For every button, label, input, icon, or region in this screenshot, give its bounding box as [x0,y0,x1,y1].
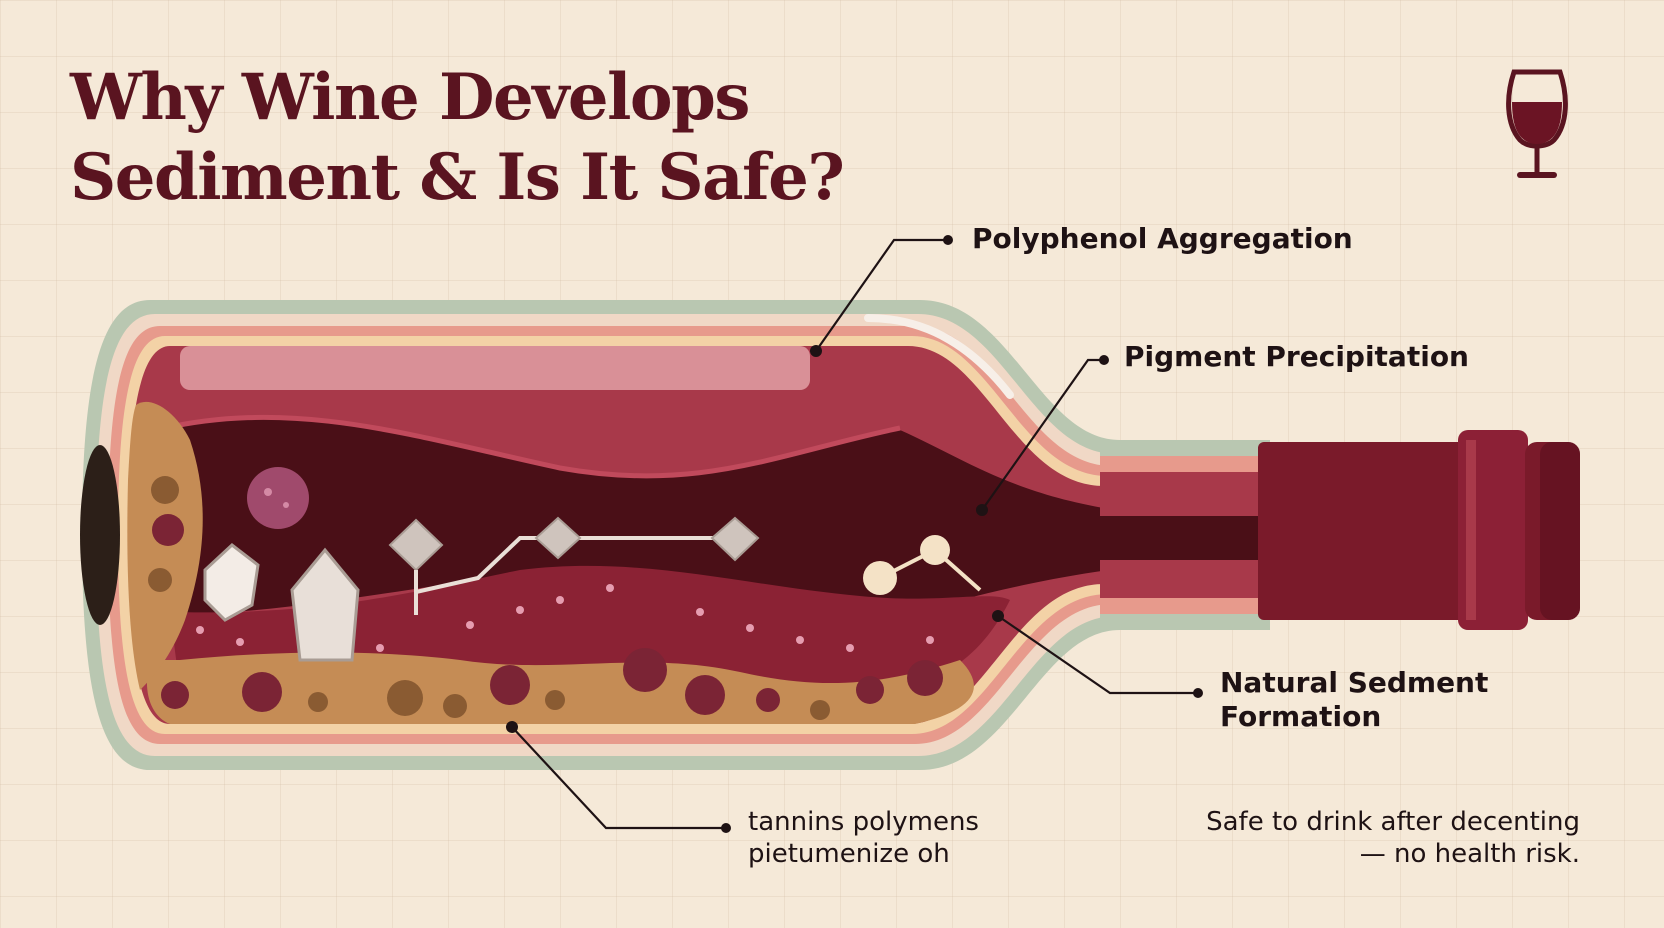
sediment-particle [308,692,328,712]
sediment-particle [148,568,172,592]
sediment-particle [152,514,184,546]
glass-shine [864,314,1014,399]
title-line-1: Why Wine Develops [70,60,750,135]
dark-wine-layer [160,419,1265,615]
suspended-dot [796,636,804,644]
sediment-particle [490,665,530,705]
suspended-dot [236,638,244,646]
leader-dots [506,235,1203,833]
suspended-dot [196,626,204,634]
leader-natural [997,615,1198,695]
sediment-particle [161,681,189,709]
sediment-particle [443,694,467,718]
pigment-molecule-atom [863,561,897,595]
glass-highlight [180,346,810,390]
leader-dot [943,235,953,245]
tartrate-crystals [203,467,982,662]
page-title: Why Wine Develops Sediment & Is It Safe? [70,58,845,218]
label-tannins-line-1: tannins polymens [748,807,979,837]
leader-dot [992,610,1004,622]
label-safe-line-2: — no health risk. [1359,839,1580,869]
suspended-dot [556,596,564,604]
suspended-dot [846,644,854,652]
leader-polyphenol [815,238,948,352]
bottle-neck [1100,440,1270,630]
sediment-particle [856,676,884,704]
polyphenol-chain [415,536,735,594]
sediment-particle [685,675,725,715]
suspended-dot [746,624,754,632]
label-tannins-line-2: pietumenize oh [748,839,950,869]
leader-pigment [981,358,1104,511]
sediment-particle [242,672,282,712]
crystal-small [203,543,260,622]
sediment-particle [810,700,830,720]
capsule-body [1258,442,1468,620]
sediment-particle [907,660,943,696]
bottle-capsule [1258,430,1580,630]
sediment-particle [756,688,780,712]
bottle-punt [80,445,120,625]
leader-dot [810,345,822,357]
leader-lines [511,238,1198,830]
suspended-dot [606,584,614,592]
sediment-particle [387,680,423,716]
label-pigment-precipitation: Pigment Precipitation [1124,340,1469,373]
suspended-dot [376,644,384,652]
sediment-particle [623,648,667,692]
pigment-bubble [247,467,309,529]
label-natural-line-1: Natural Sedment [1220,666,1489,699]
wine-glass-icon [1506,69,1568,178]
wine-wave-highlight [164,414,901,479]
suspended-dot [696,608,704,616]
suspended-dot [516,606,524,614]
pigment-bubble-spot [264,488,272,496]
label-natural-sediment-formation: Natural Sedment Formation [1220,666,1488,734]
leader-dot [1193,688,1203,698]
capsule-highlight [1466,440,1476,620]
wine-glass-liquid [1512,102,1562,144]
leader-dot [721,823,731,833]
sediment-particle [545,690,565,710]
sediment-left-wall [127,401,203,690]
capsule-shadow [1540,442,1580,620]
suspended-dot [466,621,474,629]
pigment-molecule-atom [920,535,950,565]
leader-tannins [511,726,726,830]
leader-dot [506,721,518,733]
sediment-particle [151,476,179,504]
suspended-dots [196,584,934,652]
wine-glass-bowl [1506,69,1568,149]
label-polyphenol-aggregation: Polyphenol Aggregation [972,222,1353,255]
chain-node-1 [534,516,582,560]
sediment-particles [148,476,943,720]
pigment-bubble-spot [283,502,289,508]
leader-dot [976,504,988,516]
label-natural-line-2: Formation [1220,700,1382,733]
label-safe-line-1: Safe to drink after decenting [1206,807,1580,837]
label-tannins: tannins polymens pietumenize oh [748,806,979,870]
neck-band-dark [1100,516,1270,560]
chain-node-2 [710,516,760,562]
crystal-large [290,547,360,662]
title-line-2: Sediment & Is It Safe? [70,140,845,215]
leader-dot [1099,355,1109,365]
suspended-dot [926,636,934,644]
label-safe-to-drink: Safe to drink after decenting — no healt… [1206,806,1580,870]
